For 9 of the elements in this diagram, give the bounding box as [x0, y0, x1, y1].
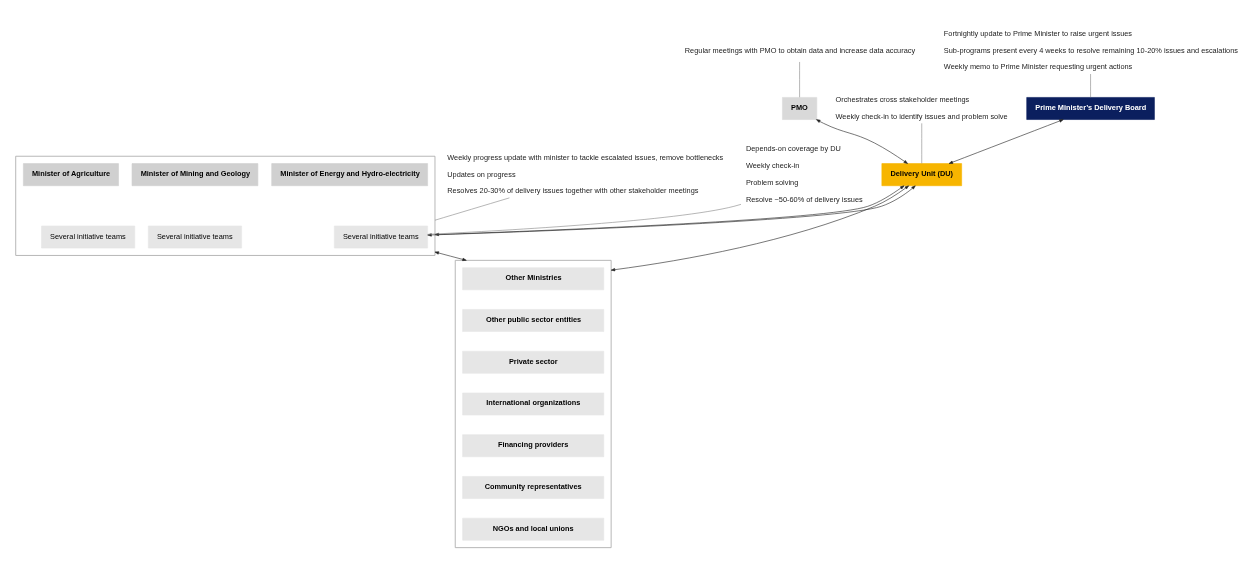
- arrow: [948, 118, 1064, 164]
- connector: [799, 61, 800, 98]
- cluster: [15, 155, 436, 256]
- arrow: [434, 250, 467, 261]
- connector: [434, 197, 510, 220]
- connector: [1090, 73, 1091, 97]
- connector: [921, 122, 923, 164]
- arrow: [816, 118, 908, 164]
- arrow: [610, 185, 909, 271]
